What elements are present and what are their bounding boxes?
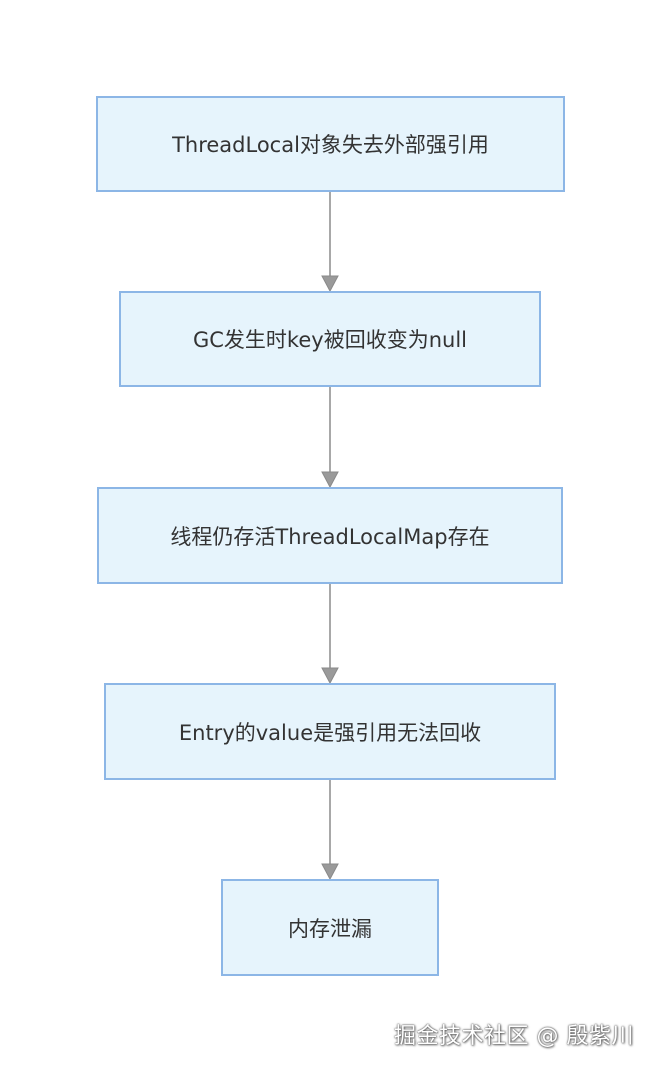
edge-2-to-3 xyxy=(321,387,339,489)
flow-node-label: 内存泄漏 xyxy=(288,916,372,941)
flow-node-label: 线程仍存活ThreadLocalMap存在 xyxy=(170,524,490,549)
flow-node-label: GC发生时key被回收变为null xyxy=(193,328,467,352)
flow-node-memory-leak: 内存泄漏 xyxy=(221,879,439,976)
flow-node-threadlocal-lost-reference: ThreadLocal对象失去外部强引用 xyxy=(96,96,565,192)
flow-node-entry-value-strong-ref: Entry的value是强引用无法回收 xyxy=(104,683,556,780)
watermark: 掘金技术社区 @ 殷紫川 xyxy=(394,1024,634,1049)
flow-node-label: ThreadLocal对象失去外部强引用 xyxy=(172,133,489,157)
edge-3-to-4 xyxy=(321,584,339,685)
flow-node-label: Entry的value是强引用无法回收 xyxy=(178,720,482,745)
flow-node-gc-key-null: GC发生时key被回收变为null xyxy=(119,291,541,387)
edge-1-to-2 xyxy=(321,192,339,293)
edge-4-to-5 xyxy=(321,780,339,881)
flow-node-thread-alive-map-exists: 线程仍存活ThreadLocalMap存在 xyxy=(97,487,563,584)
